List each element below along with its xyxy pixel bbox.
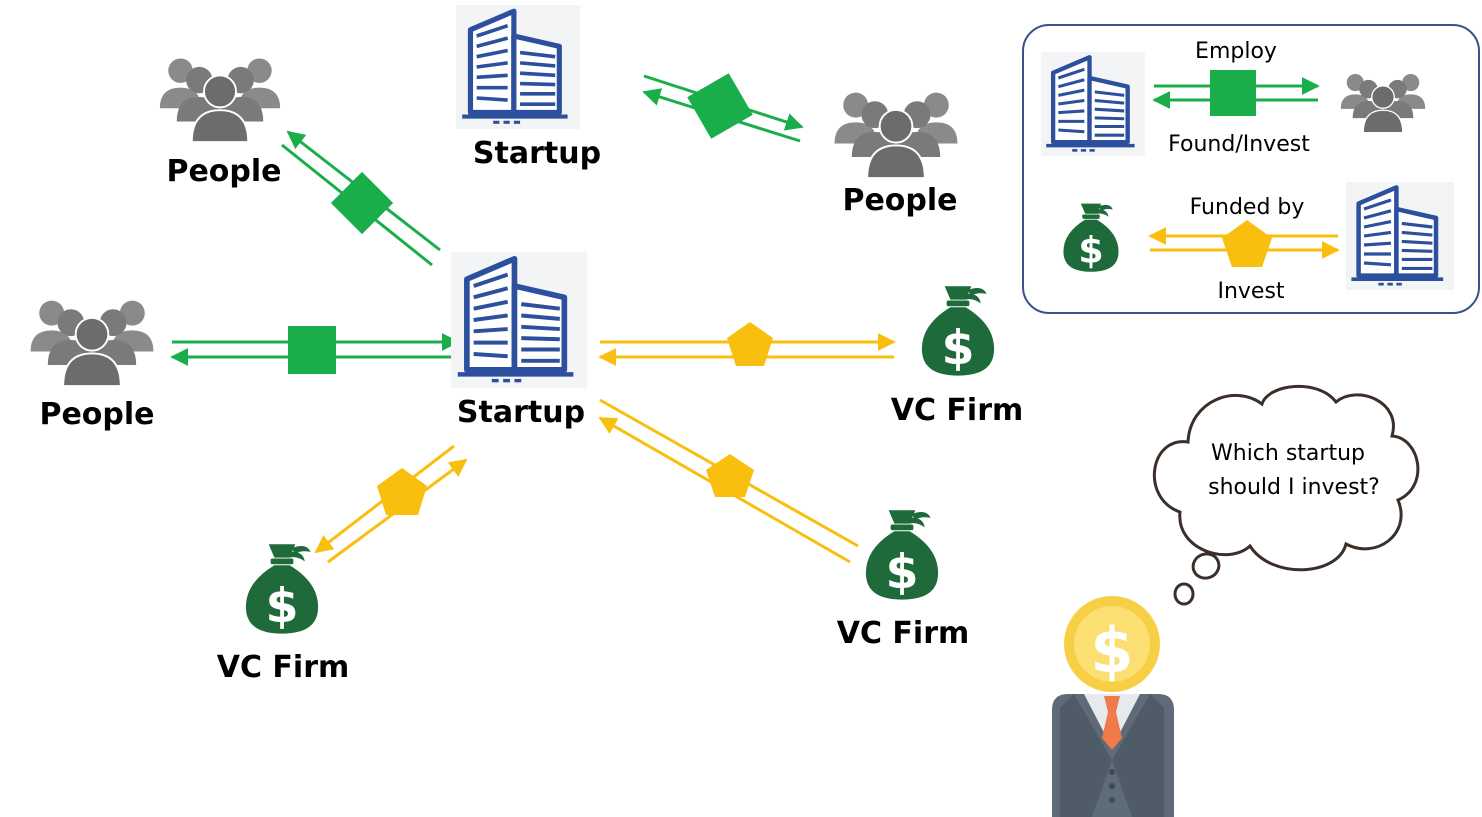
thought-dot [1191, 552, 1221, 580]
thought-cloud [1152, 384, 1420, 572]
office-building-icon [1346, 182, 1454, 290]
vc-bottomright-label: VC Firm [837, 616, 970, 651]
investor-tie [1102, 696, 1122, 750]
legend: Employ Found/Invest Funded by Invest [1022, 24, 1480, 314]
invest-badge [1222, 220, 1272, 267]
coin-head-investor-icon: $ [1052, 596, 1174, 817]
people-topleft-label: People [166, 154, 281, 189]
startup-top-label: Startup [473, 136, 601, 171]
invest-badge [377, 468, 427, 515]
office-building-icon [456, 5, 580, 129]
employ-badge [330, 171, 394, 235]
thought-line-2: should I invest? [1208, 475, 1380, 500]
legend-funded-by-label: Funded by [1190, 195, 1305, 220]
investor-lapel-right [1112, 694, 1164, 817]
legend-found-invest-label: Found/Invest [1168, 132, 1310, 157]
invest-badge [706, 454, 754, 497]
legend-invest-label: Invest [1217, 279, 1284, 304]
investor-lapel-left [1060, 694, 1112, 817]
people-left-label: People [39, 397, 154, 432]
money-bag-icon [245, 544, 319, 635]
dollar-icon: $ [1090, 614, 1133, 687]
thought-dot [1173, 582, 1195, 606]
investor-coin-inner [1074, 606, 1150, 682]
people-topright-label: People [842, 183, 957, 218]
office-building-icon [451, 252, 587, 388]
money-bag-icon [865, 510, 939, 601]
money-bag-icon [921, 286, 995, 377]
vc-bottomleft-label: VC Firm [217, 650, 350, 685]
employ-badge [687, 73, 753, 139]
people-group-icon [29, 299, 155, 388]
employ-badge [1210, 70, 1256, 116]
people-group-icon [158, 57, 282, 144]
office-building-icon [1041, 52, 1145, 156]
startup-center-label: Startup [457, 395, 585, 430]
thought-line-1: Which startup [1211, 441, 1365, 466]
legend-employ-label: Employ [1195, 39, 1277, 64]
vc-right-label: VC Firm [891, 393, 1024, 428]
employ-badge [288, 326, 336, 374]
invest-badge [727, 322, 773, 366]
thought-bubble: Which startup should I invest? [1152, 384, 1420, 606]
people-group-icon [833, 91, 959, 180]
